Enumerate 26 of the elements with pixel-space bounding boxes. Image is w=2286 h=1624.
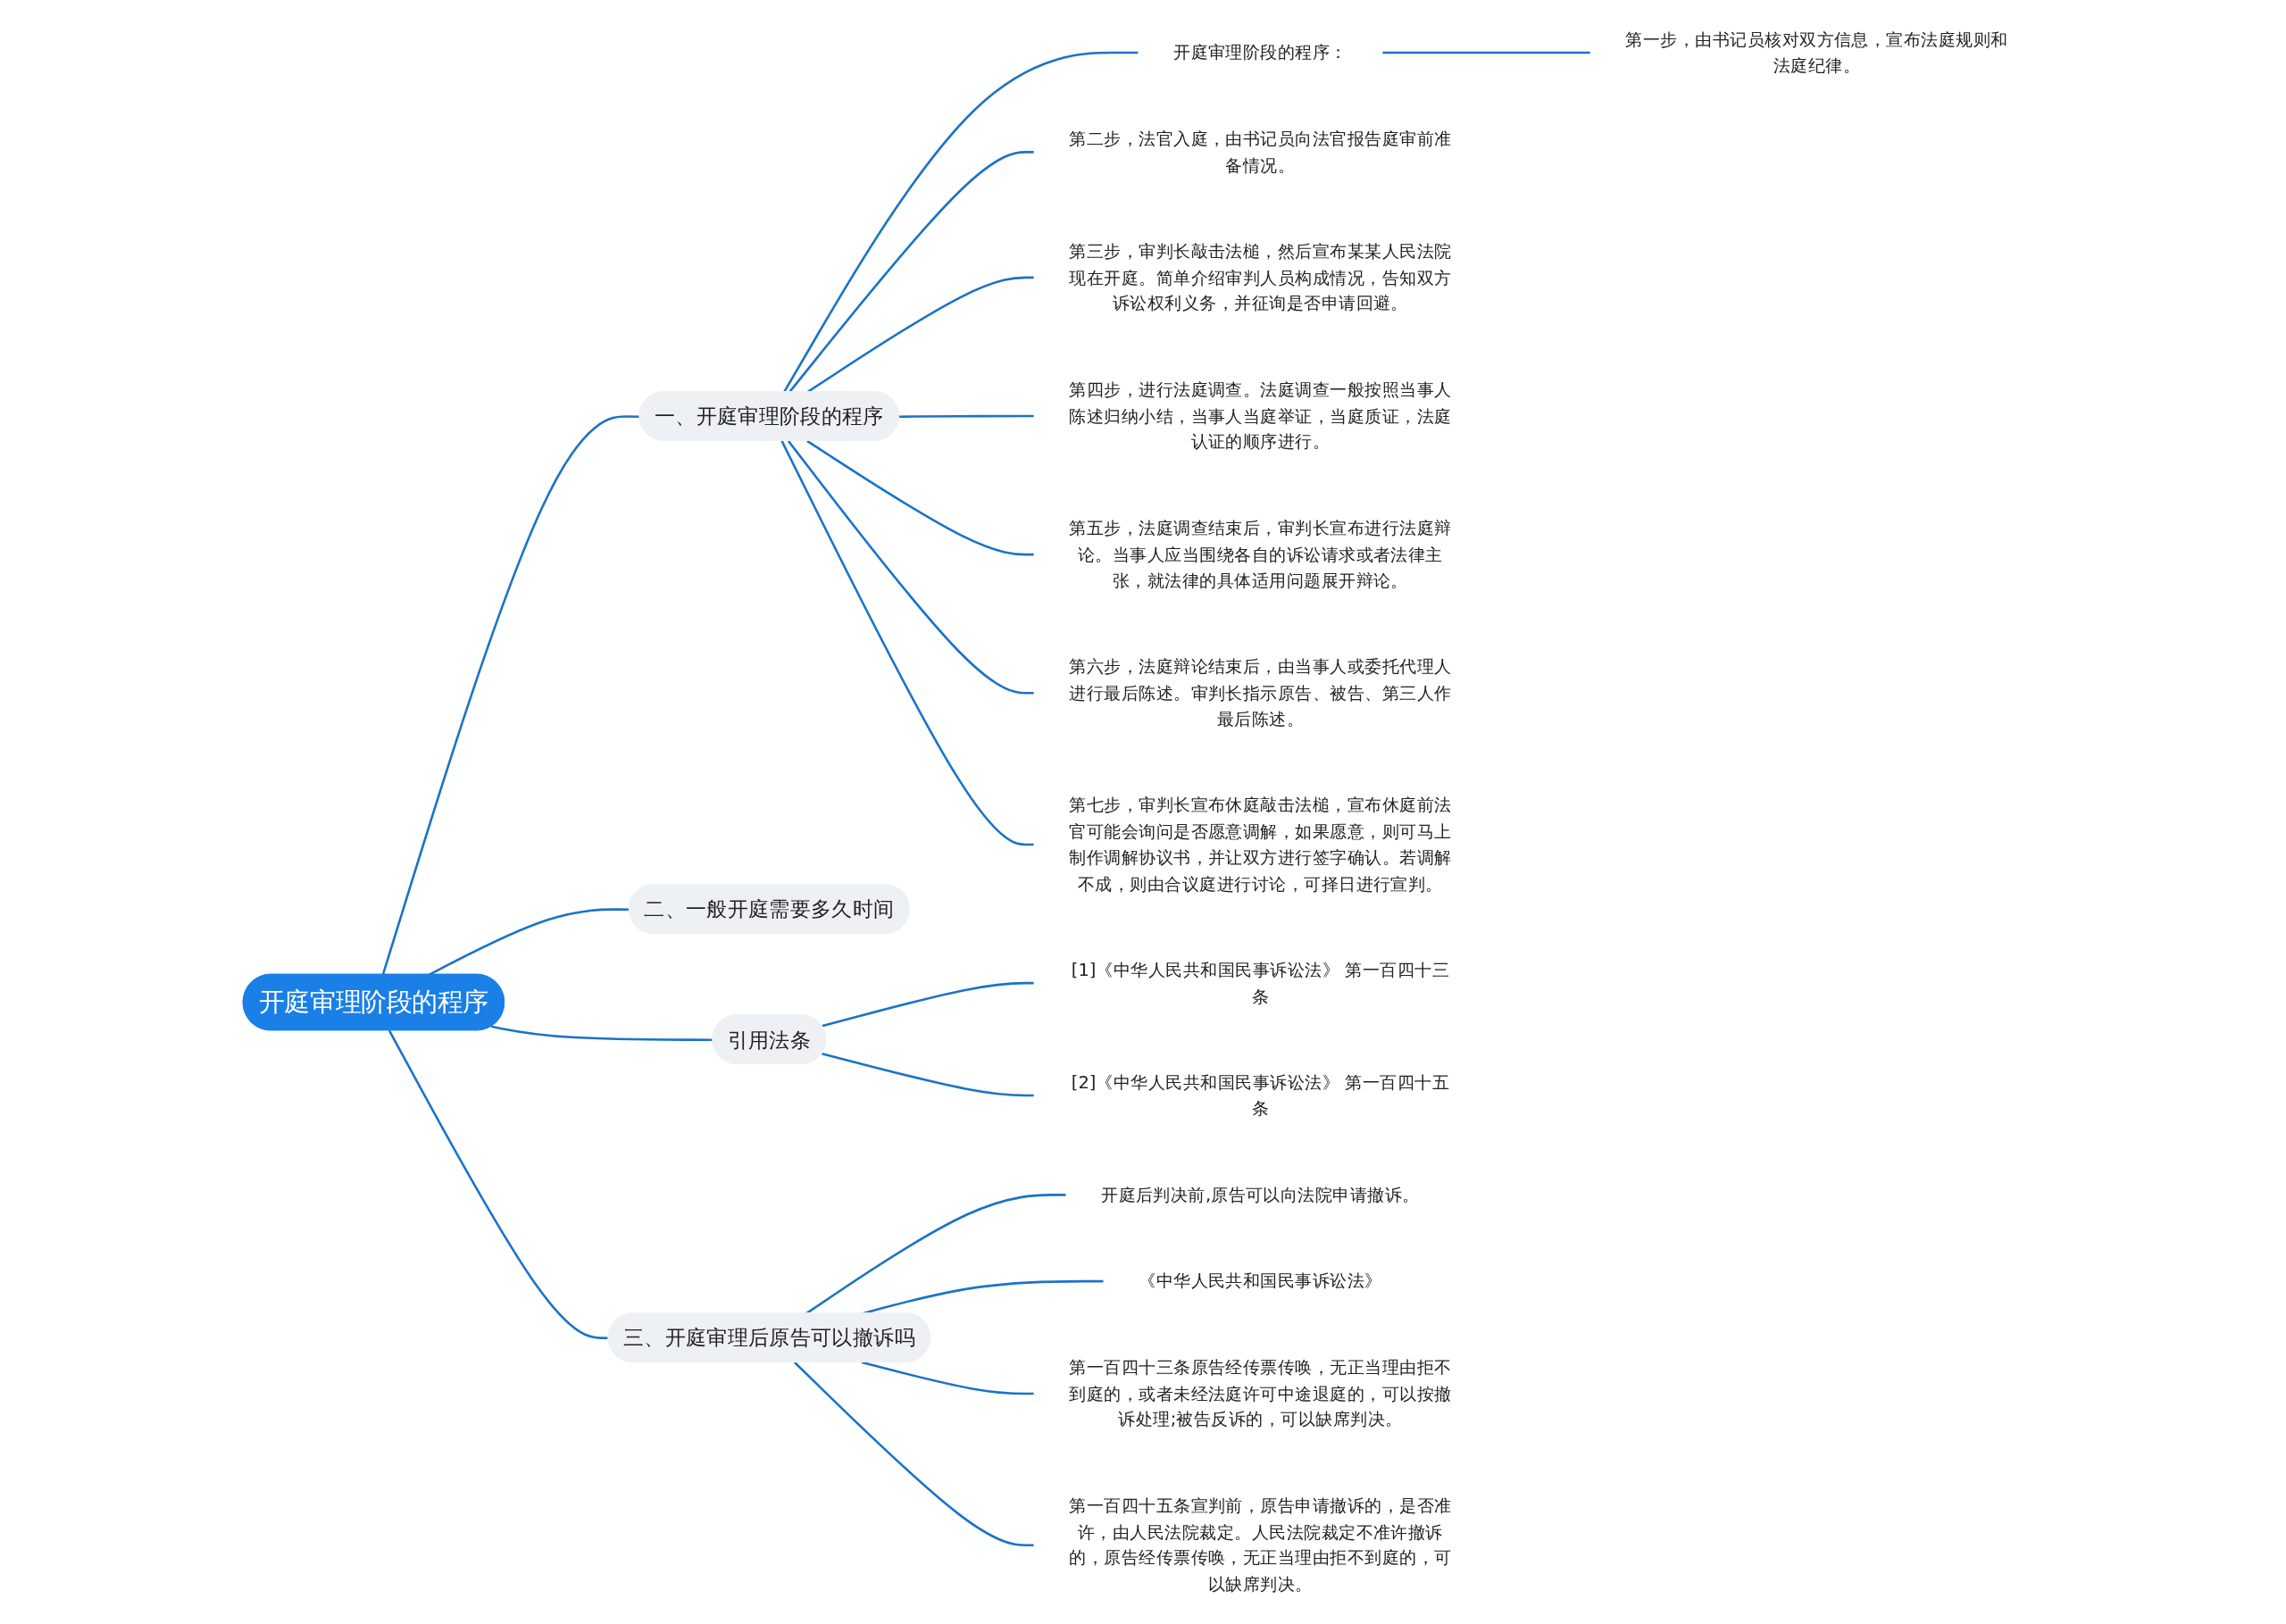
- connector: [787, 440, 1035, 695]
- connector: [1381, 51, 1591, 54]
- node-text: 第二步，法官入庭，由书记员向法官报告庭审前准备情况。: [1069, 128, 1452, 176]
- connector: [899, 414, 1035, 418]
- node-text: 第一百四十三条原告经传票传唤，无正当理由拒不到庭的，或者未经法庭许可中途退庭的，可以按撤诉处理;被告反诉的，可以缺席判决。: [1069, 1356, 1452, 1430]
- node-text: 《中华人民共和国民事诉讼法》: [1139, 1270, 1382, 1292]
- node-text: 第四步，进行法庭调查。法庭调查一般按照当事人陈述归纳小结，当事人当庭举证，当庭质证，法庭认证的顺序进行。: [1069, 379, 1452, 453]
- connector: [806, 439, 1035, 556]
- connector: [780, 440, 1035, 846]
- node-text: 第五步，法庭调查结束后，审判长宣布进行法庭辩论。当事人应当围绕各自的诉讼请求或者法律主张，就法律的具体适用问题展开辩论。: [1069, 517, 1452, 591]
- node-text: 开庭后判决前,原告可以向法院申请撤诉。: [1101, 1184, 1420, 1205]
- node-text: 第七步，审判长宣布休庭敲击法槌，宣布休庭前法官可能会询问是否愿意调解，如果愿意，则可马上制作调解协议书，并让双方进行签字确认。若调解不成，则由合议庭进行讨论，可择日进行宣判。: [1069, 795, 1452, 895]
- connector: [861, 1361, 1035, 1395]
- connector: [381, 415, 640, 976]
- node-text: [2]《中华人民共和国民事诉讼法》 第一百四十五条: [1071, 1071, 1449, 1120]
- node-text: [1]《中华人民共和国民事诉讼法》 第一百四十三条: [1071, 959, 1449, 1007]
- node-text: 第一百四十五条宣判前，原告申请撤诉的，是否准许，由人民法院裁定。人民法院裁定不准许撤诉的，原告经传票传唤，无正当理由拒不到庭的，可以缺席判决。: [1069, 1495, 1452, 1595]
- node-text: 第一步，由书记员核对双方信息，宣布法庭规则和法庭纪律。: [1625, 29, 2008, 77]
- node-text: 开庭审理阶段的程序：: [1173, 42, 1347, 63]
- node-text: 第六步，法庭辩论结束后，由当事人或委托代理人进行最后陈述。审判长指示原告、被告、第三人作最后陈述。: [1069, 656, 1452, 729]
- connector: [794, 1362, 1035, 1547]
- connector: [822, 981, 1035, 1028]
- connector: [388, 1029, 609, 1339]
- connector: [822, 1052, 1035, 1097]
- node-text: 第三步，审判长敲击法槌，然后宣布某某人民法院现在开庭。简单介绍审判人员构成情况，告知双方诉讼权利义务，并征询是否申请回避。: [1069, 240, 1452, 314]
- connector: [490, 1025, 713, 1042]
